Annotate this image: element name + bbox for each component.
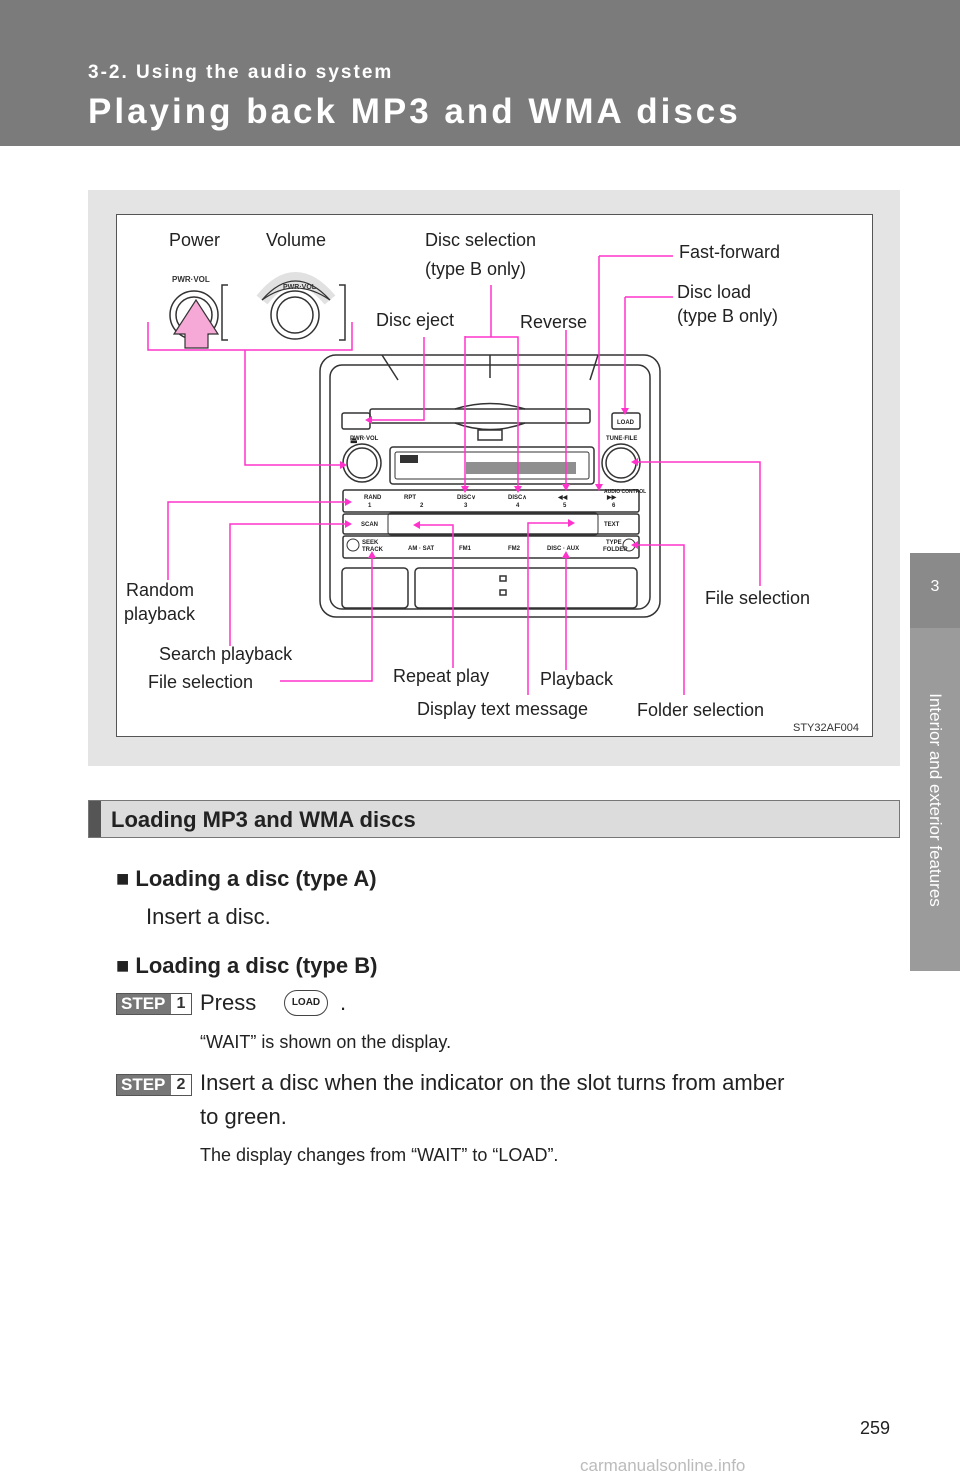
step-2-number: 2 <box>171 1075 191 1095</box>
heading-type-b: ■ Loading a disc (type B) <box>116 953 378 978</box>
panel-type: TYPE <box>606 540 622 546</box>
chapter-title: Interior and exterior features <box>926 693 945 907</box>
label-power: Power <box>169 230 221 250</box>
label-disc-load-note: (type B only) <box>677 306 779 326</box>
chapter-band <box>910 628 960 971</box>
step-2-badge: STEP 2 <box>116 1074 192 1096</box>
step-1-label: STEP <box>121 994 166 1013</box>
page-header: 3-2. Using the audio system Playing back… <box>0 0 960 146</box>
panel-rev: ◀◀ <box>557 494 568 501</box>
panel-rand: RAND <box>364 495 382 501</box>
step-2-text-line1: Insert a disc when the indicator on the … <box>200 1070 785 1095</box>
label-disc-selection: Disc selection <box>425 230 537 250</box>
figure-frame <box>116 214 873 737</box>
label-search-playback: Search playback <box>159 644 293 664</box>
step-2-label: STEP <box>121 1075 166 1094</box>
section-number: 3-2. Using the audio system <box>88 62 394 83</box>
panel-audio-control: AUDIO CONTROL <box>604 489 646 495</box>
radio-body <box>319 354 661 618</box>
step-1-period: . <box>340 990 347 1015</box>
press-arrow-icon <box>172 298 220 349</box>
step-2-note: The display changes from “WAIT” to “LOAD… <box>200 1145 559 1165</box>
panel-n4: 4 <box>516 503 520 509</box>
step-1-badge: STEP 1 <box>116 993 192 1015</box>
label-disc-load: Disc load <box>677 282 752 302</box>
display-segments <box>400 455 576 474</box>
panel-n6: 6 <box>612 503 616 509</box>
label-reverse: Reverse <box>520 312 588 332</box>
panel-small-knobs <box>346 538 636 552</box>
label-random-1: Random <box>126 580 195 600</box>
panel-load: LOAD <box>617 420 635 426</box>
text-type-a: Insert a disc. <box>146 904 271 929</box>
label-repeat-play: Repeat play <box>393 666 490 686</box>
label-file-selection-right: File selection <box>705 588 811 608</box>
panel-pwr-vol: PWR·VOL <box>350 436 379 442</box>
panel-am-sat: AM · SAT <box>408 546 435 552</box>
panel-text: TEXT <box>604 522 620 528</box>
label-playback: Playback <box>540 669 614 689</box>
load-button-icon: LOAD <box>284 990 328 1016</box>
pwr-vol-label-top2: PWR·VOL <box>283 284 317 291</box>
label-display-text-message: Display text message <box>417 699 589 719</box>
panel-track: TRACK <box>362 547 384 553</box>
watermark: carmanualsonline.info <box>580 1456 746 1475</box>
label-fast-forward: Fast-forward <box>679 242 781 262</box>
radio-illustration: PWR·VOL PWR·VOL <box>147 255 761 695</box>
chapter-title-wrap: Interior and exterior features <box>910 628 960 971</box>
panel-disc-down: DISC∨ <box>457 495 476 501</box>
page-number: 259 <box>860 1418 891 1438</box>
label-disc-selection-note: (type B only) <box>425 259 527 279</box>
panel-text: PWR·VOL TUNE·FILE LOAD AUDIO CONTROL ⏏ R… <box>350 420 646 553</box>
volume-knob-detail: PWR·VOL <box>256 272 346 341</box>
panel-n1: 1 <box>368 503 372 509</box>
label-disc-eject: Disc eject <box>376 310 455 330</box>
pwr-vol-label-top1: PWR·VOL <box>172 275 210 284</box>
section-heading-bar <box>89 801 101 837</box>
panel-n2: 2 <box>420 503 424 509</box>
panel-rpt: RPT <box>404 495 416 501</box>
label-file-selection-left: File selection <box>148 672 254 692</box>
label-folder-selection: Folder selection <box>637 700 765 720</box>
panel-n5: 5 <box>563 503 567 509</box>
panel-fm2: FM2 <box>508 546 521 552</box>
callout-arrowheads <box>340 408 638 558</box>
chapter-number: 3 <box>930 578 940 595</box>
label-random-2: playback <box>124 604 196 624</box>
step-1-text: Press <box>200 990 257 1015</box>
page-title: Playing back MP3 and WMA discs <box>88 92 741 131</box>
chapter-tab: 3 <box>910 553 960 628</box>
step-2-text-line2: to green. <box>200 1104 287 1129</box>
step-1-number: 1 <box>171 994 191 1014</box>
label-volume: Volume <box>266 230 327 250</box>
section-heading-text: Loading MP3 and WMA discs <box>111 807 416 832</box>
panel-scan: SCAN <box>361 522 378 528</box>
panel-seek: SEEK <box>362 540 379 546</box>
panel-tune-file: TUNE·FILE <box>606 436 637 442</box>
step-1-note: “WAIT” is shown on the display. <box>200 1032 452 1052</box>
panel-folder: FOLDER <box>603 547 628 553</box>
panel-n3: 3 <box>464 503 468 509</box>
panel-fm1: FM1 <box>459 546 472 552</box>
panel-disc-aux: DISC · AUX <box>547 546 579 552</box>
panel-eject: ⏏ <box>350 436 358 445</box>
panel-ff: ▶▶ <box>606 494 617 501</box>
panel-disc-up: DISC∧ <box>508 495 527 501</box>
callout-lines <box>147 255 761 695</box>
heading-type-a: ■ Loading a disc (type A) <box>116 866 377 891</box>
figure-code: STY32AF004 <box>793 722 860 734</box>
section-heading: Loading MP3 and WMA discs <box>88 800 900 838</box>
